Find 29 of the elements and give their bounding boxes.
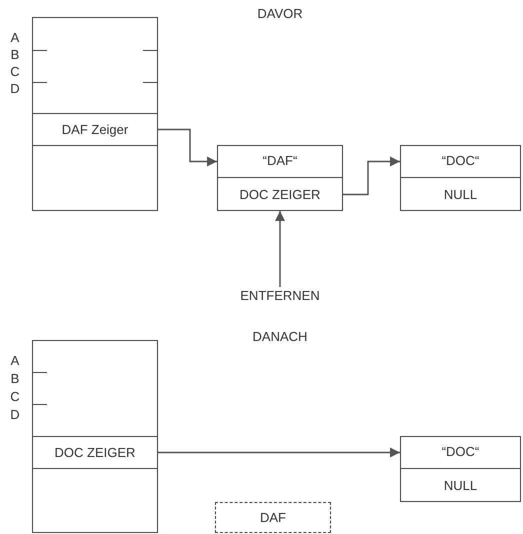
register-letter: C [9, 64, 21, 80]
register-letter: B [10, 371, 20, 387]
section-heading: DAVOR [256, 6, 304, 22]
field-cell: “DOC“ [400, 436, 521, 469]
section-heading: DANACH [252, 329, 308, 345]
text-label: ENTFERNEN [235, 287, 325, 305]
field-cell: DOC ZEIGER [32, 436, 158, 469]
field-cell: NULL [400, 178, 521, 211]
register-letter: A [10, 353, 20, 369]
field-cell: DAF Zeiger [32, 113, 158, 146]
field-cell: DOC ZEIGER [217, 178, 343, 211]
record-box [32, 340, 158, 533]
register-letter: D [9, 81, 21, 97]
record-box [400, 436, 521, 502]
arrow [275, 211, 285, 287]
arrow [158, 448, 400, 458]
arrow [158, 128, 217, 166]
record-box [400, 145, 521, 211]
field-cell: NULL [400, 469, 521, 502]
register-letter: D [9, 407, 21, 423]
record-box [217, 145, 343, 211]
register-letter: B [10, 47, 20, 63]
field-cell: “DOC“ [400, 145, 521, 178]
register-letter: A [10, 30, 20, 46]
record-box [32, 17, 158, 211]
arrow [343, 156, 400, 196]
field-cell: “DAF“ [217, 145, 343, 178]
removed-record-box: DAF [215, 502, 331, 533]
register-letter: C [9, 389, 21, 405]
